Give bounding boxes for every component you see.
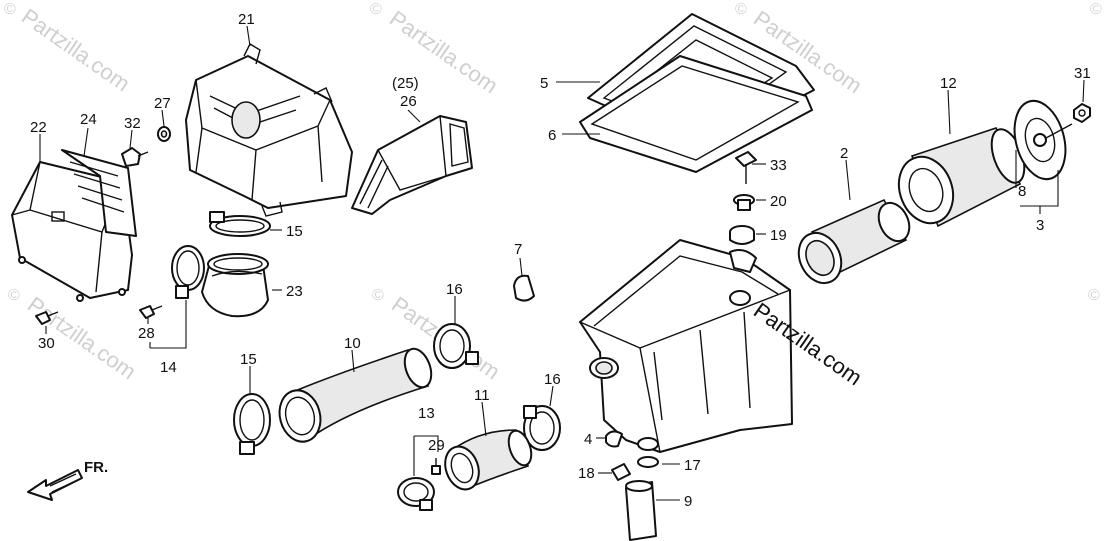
callout-18: 18 — [578, 465, 595, 482]
bolt-part-28 — [139, 305, 163, 319]
watermark-copyright: © — [735, 1, 747, 18]
callout-7: 7 — [514, 241, 522, 258]
callout-14: 14 — [160, 359, 177, 376]
watermark-copyright: © — [1088, 287, 1100, 304]
band-clamp-part-16 — [523, 405, 561, 451]
callout-11: 11 — [474, 387, 490, 404]
bolt-part-33 — [735, 151, 757, 184]
callout-10: 10 — [344, 335, 361, 352]
drain-tube-part-9 — [625, 480, 657, 541]
band-clamp-part-16 — [433, 323, 479, 369]
collar-part-20 — [733, 194, 755, 211]
grommet-part-19 — [729, 225, 755, 245]
watermark-copyright: © — [372, 287, 384, 304]
callout-19: 19 — [770, 227, 787, 244]
band-clamp-part-15 — [209, 211, 271, 237]
callout-9: 9 — [684, 493, 692, 510]
callout-6: 6 — [548, 127, 556, 144]
nut-part-31 — [1073, 103, 1091, 123]
callout-23: 23 — [286, 283, 303, 300]
callout-20: 20 — [770, 193, 787, 210]
callout-32: 32 — [124, 115, 141, 132]
watermark-text: Partzilla.com — [17, 4, 134, 97]
callout-15: 15 — [240, 351, 257, 368]
snorkel-duct-part-26 — [351, 115, 473, 215]
callout-30: 30 — [38, 335, 55, 352]
filter-element-part-2 — [797, 198, 911, 285]
callout-4: 4 — [584, 431, 592, 448]
callout-24: 24 — [80, 111, 97, 128]
callout-8: 8 — [1018, 183, 1026, 200]
band-clamp-part-13 — [397, 477, 435, 511]
air-box-case — [579, 239, 793, 453]
elbow-boot-part-23 — [201, 253, 269, 318]
callout-26: 26 — [400, 93, 417, 110]
callout-labels: 21 (25) 26 22 24 27 32 15 23 28 14 30 5 … — [30, 11, 1091, 510]
watermark-copyright: © — [8, 287, 20, 304]
callout-33: 33 — [770, 157, 787, 174]
intake-tube-part-10 — [278, 347, 433, 443]
watermark-copyright: © — [4, 1, 16, 18]
callout-16: 16 — [446, 281, 463, 298]
clip-part-7 — [513, 274, 535, 302]
leader-lines — [39, 25, 1085, 501]
callout-16: 16 — [544, 371, 561, 388]
watermark-copyright: © — [370, 1, 382, 18]
connector-tube-part-11 — [444, 429, 533, 491]
callout-27: 27 — [154, 95, 171, 112]
bolt-part-30 — [35, 311, 59, 325]
band-clamp-part-14 — [171, 245, 205, 299]
bolt-part-32 — [121, 147, 149, 167]
oring-part-17 — [637, 456, 659, 468]
callout-12: 12 — [940, 75, 957, 92]
callout-13: 13 — [418, 405, 435, 422]
intake-housing-part-22 — [11, 149, 137, 302]
front-direction-label: FR. — [84, 459, 108, 476]
filter-cap-part-8 — [1013, 99, 1073, 181]
clip-part-18 — [611, 463, 631, 481]
callout-22: 22 — [30, 119, 47, 136]
lid-gasket-part-6 — [579, 55, 813, 173]
grommet-part-27 — [157, 126, 171, 142]
watermark-copyright: © — [1090, 1, 1102, 18]
callout-5: 5 — [540, 75, 548, 92]
callout-17: 17 — [684, 457, 701, 474]
band-clamp-part-15 — [233, 393, 271, 455]
callout-31: 31 — [1074, 65, 1091, 82]
duct-housing-part-21 — [185, 43, 353, 217]
callout-15: 15 — [286, 223, 303, 240]
callout-3: 3 — [1036, 217, 1044, 234]
callout-28: 28 — [138, 325, 155, 342]
callout-29: 29 — [428, 437, 445, 454]
front-direction-indicator: FR. — [27, 459, 108, 501]
filter-part-12 — [897, 127, 1026, 228]
callout-25: (25) — [392, 75, 419, 92]
screw-part-29 — [431, 458, 441, 475]
callout-21: 21 — [238, 11, 255, 28]
callout-2: 2 — [840, 145, 848, 162]
clip-part-4 — [605, 430, 623, 448]
